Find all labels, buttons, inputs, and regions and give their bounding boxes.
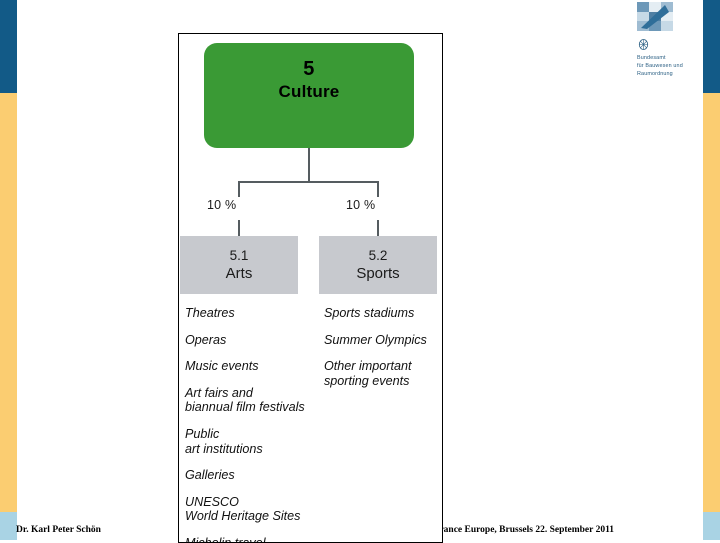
node-root-label: Culture xyxy=(278,82,340,101)
list-item: Public art institutions xyxy=(185,426,263,456)
list-item: Michelin travel destinations xyxy=(185,535,266,543)
list-item: Other important sporting events xyxy=(324,359,412,388)
node-child-number: 5.1 xyxy=(229,248,249,263)
culture-hierarchy-diagram: 5 Culture 10 % 10 % 5.1 Arts 5.2 Sports … xyxy=(178,33,443,543)
footer-event: rope, IAU Ile de France Europe, Brussels… xyxy=(366,525,615,535)
accent-segment-light-blue xyxy=(703,512,720,540)
node-child-label: Arts xyxy=(225,265,253,282)
leaf-list-arts: Theatres Operas Music events Art fairs a… xyxy=(185,306,325,543)
connector-drop-left xyxy=(238,181,240,197)
accent-segment-light-blue xyxy=(0,512,17,540)
weight-label-sports: 10 % xyxy=(346,198,376,212)
node-root-culture: 5 Culture xyxy=(204,43,414,148)
accent-segment-blue xyxy=(703,0,720,93)
connector-tick-right xyxy=(377,220,379,236)
list-item: Summer Olympics xyxy=(324,332,427,347)
bbsr-square-grid-logo xyxy=(637,2,673,31)
connector-stem xyxy=(308,148,310,182)
connector-drop-right xyxy=(377,181,379,197)
weight-label-arts: 10 % xyxy=(207,198,237,212)
accent-segment-yellow xyxy=(0,93,17,512)
federal-eagle-icon xyxy=(637,38,650,51)
list-item: Theatres xyxy=(185,306,235,320)
list-item: Operas xyxy=(185,332,227,347)
list-item: Galleries xyxy=(185,468,235,483)
accent-segment-yellow xyxy=(703,93,720,512)
footer-author: Dr. Karl Peter Schön xyxy=(16,525,101,535)
logo-caption-line-2: für Bauwesen und xyxy=(637,63,683,70)
connector-horizontal xyxy=(238,181,379,183)
leaf-list-sports: Sports stadiums Summer Olympics Other im… xyxy=(324,306,442,400)
accent-segment-blue xyxy=(0,0,17,93)
node-child-arts: 5.1 Arts xyxy=(180,236,298,294)
list-item: Art fairs and biannual film festivals xyxy=(185,385,305,415)
right-edge-accent-bar xyxy=(703,0,720,540)
node-child-sports: 5.2 Sports xyxy=(319,236,437,294)
connector-tick-left xyxy=(238,220,240,236)
node-child-number: 5.2 xyxy=(368,248,388,263)
logo-caption-line-3: Raumordnung xyxy=(637,71,673,78)
organization-logo: Bundesamt für Bauwesen und Raumordnung xyxy=(634,2,704,79)
left-edge-accent-bar xyxy=(0,0,17,540)
node-root-number: 5 xyxy=(303,58,315,80)
list-item: Sports stadiums xyxy=(324,306,415,320)
node-child-label: Sports xyxy=(356,265,400,282)
list-item: UNESCO World Heritage Sites xyxy=(185,494,301,524)
logo-caption-line-1: Bundesamt xyxy=(637,55,666,61)
list-item: Music events xyxy=(185,359,259,374)
